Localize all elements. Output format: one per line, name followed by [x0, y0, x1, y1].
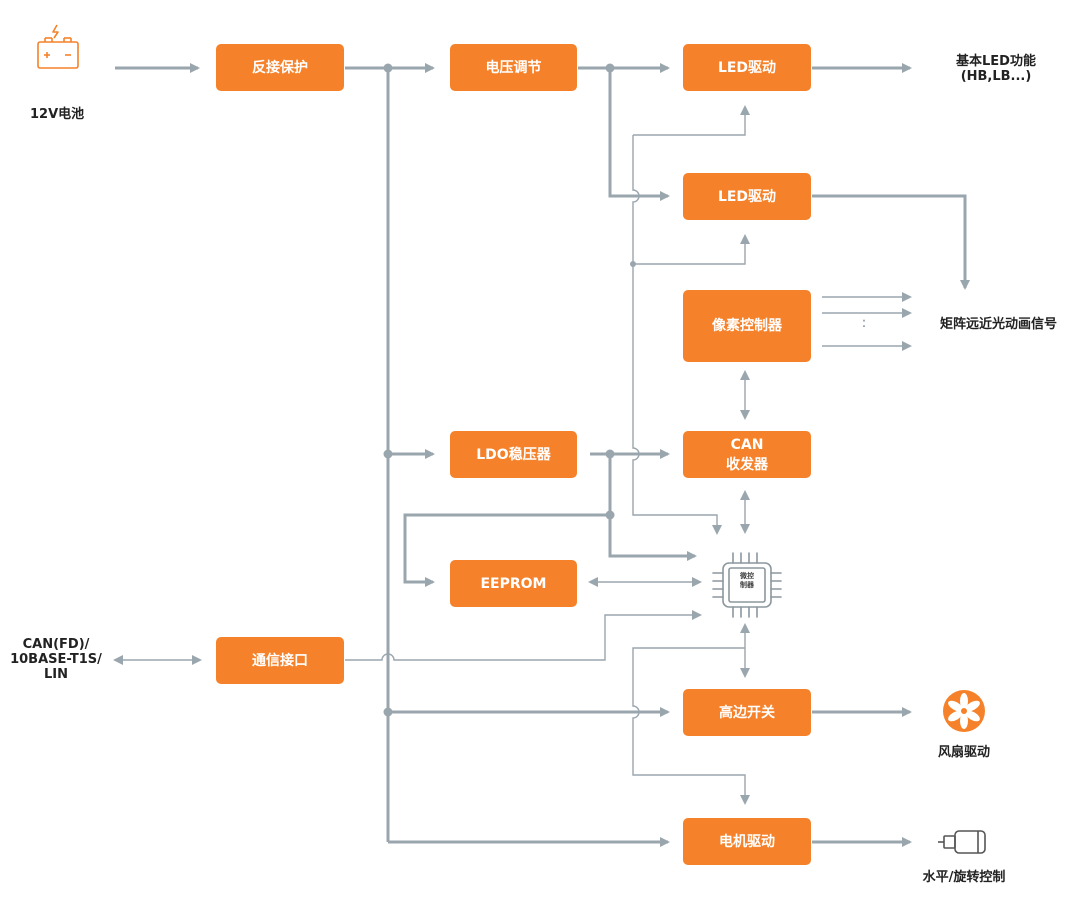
motor-driver-block: 电机驱动 — [683, 818, 811, 865]
led-driver-block-1: LED驱动 — [683, 44, 811, 91]
pixel-controller-block: 像素控制器 — [683, 290, 811, 362]
bus-label-line1: CAN(FD)/ — [22, 637, 90, 652]
reverse-protection-label: 反接保护 — [252, 59, 308, 76]
high-side-switch-block: 高边开关 — [683, 689, 811, 736]
can-transceiver-block: CAN 收发器 — [683, 431, 811, 478]
horizontal-rotation-label: 水平/旋转控制 — [922, 870, 1006, 885]
can-transceiver-label-line2: 收发器 — [726, 456, 768, 473]
battery-label: 12V电池 — [30, 107, 85, 122]
reverse-protection-block: 反接保护 — [216, 44, 344, 91]
led-driver-block-2: LED驱动 — [683, 173, 811, 220]
basic-led-label-line1: 基本LED功能 — [956, 54, 1036, 69]
comm-interface-block: 通信接口 — [216, 637, 344, 684]
battery-icon — [37, 24, 79, 69]
pixel-controller-label: 像素控制器 — [712, 318, 782, 334]
comm-interface-label: 通信接口 — [252, 652, 308, 669]
mcu-label: 微控 制器 — [731, 572, 763, 590]
basic-led-label-line2: (HB,LB...) — [960, 69, 1032, 84]
eeprom-label: EEPROM — [480, 575, 547, 592]
fan-icon — [943, 690, 985, 732]
microcontroller-chip-icon — [712, 552, 782, 618]
bus-label-line2: 10BASE-T1S/ — [10, 652, 102, 667]
fan-driver-label: 风扇驱动 — [937, 745, 990, 760]
eeprom-block: EEPROM — [450, 560, 577, 607]
ldo-regulator-block: LDO稳压器 — [450, 431, 577, 478]
motor-icon — [938, 830, 986, 854]
continuation-dots: : — [861, 315, 867, 331]
can-transceiver-label-line1: CAN — [730, 436, 764, 453]
matrix-beam-label: 矩阵远近光动画信号 — [940, 317, 1058, 332]
junction-dots — [383, 63, 636, 717]
bus-label: CAN(FD)/ 10BASE-T1S/ LIN — [4, 637, 108, 682]
basic-led-label: 基本LED功能 (HB,LB...) — [930, 54, 1062, 84]
mcu-label-line2: 制器 — [740, 581, 754, 589]
voltage-regulator-block: 电压调节 — [450, 44, 577, 91]
motor-driver-label: 电机驱动 — [719, 833, 775, 850]
high-side-switch-label: 高边开关 — [719, 704, 775, 721]
bus-label-line3: LIN — [43, 667, 68, 682]
voltage-regulator-label: 电压调节 — [485, 59, 542, 76]
control-lines — [113, 105, 912, 805]
led-driver-1-label: LED驱动 — [717, 59, 777, 76]
mcu-label-line1: 微控 — [740, 572, 754, 580]
led-driver-2-label: LED驱动 — [717, 188, 777, 205]
ldo-regulator-label: LDO稳压器 — [476, 446, 551, 463]
